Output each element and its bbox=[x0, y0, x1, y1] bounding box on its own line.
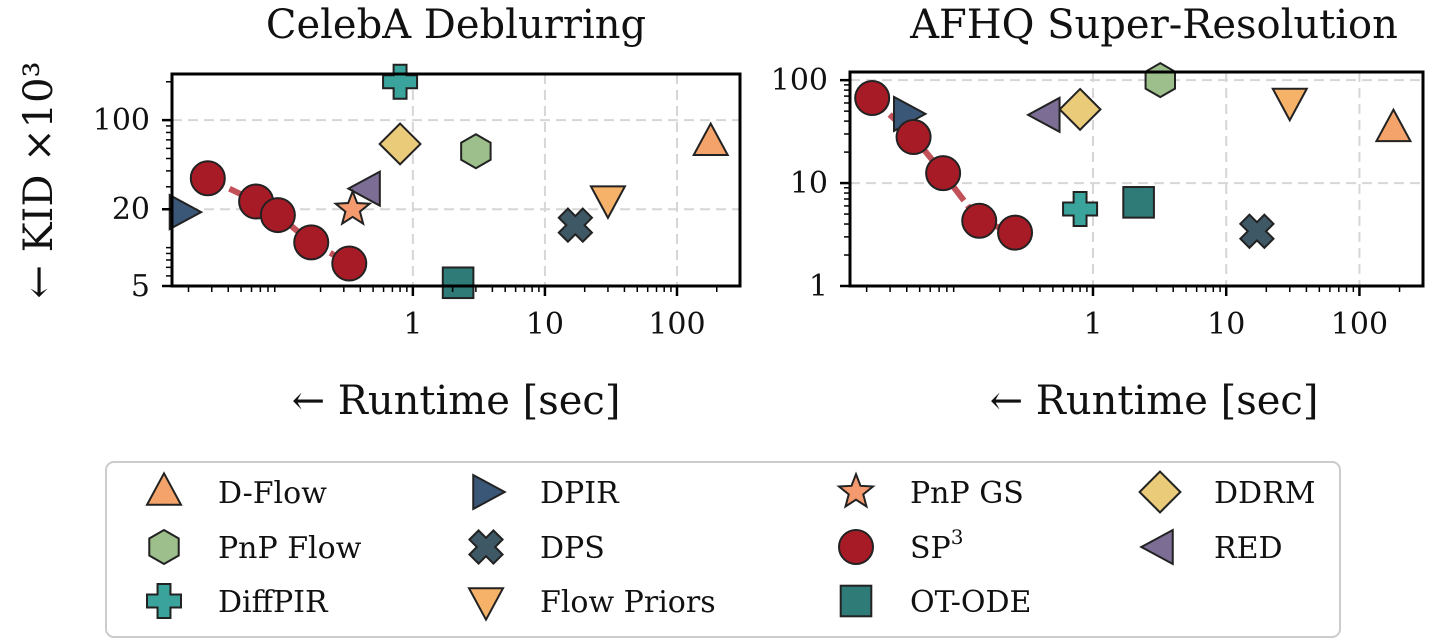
y-tick-label: 1 bbox=[809, 269, 828, 304]
point-red bbox=[1025, 96, 1061, 134]
chart-title: CelebA Deblurring bbox=[266, 2, 646, 48]
y-tick-label: 20 bbox=[112, 192, 150, 227]
point-dps bbox=[1238, 213, 1275, 250]
point-pnp-flow bbox=[460, 133, 492, 170]
x-tick-label: 10 bbox=[526, 307, 564, 342]
x-tick-label: 10 bbox=[1207, 307, 1245, 342]
point-dpir bbox=[168, 193, 204, 231]
legend-marker-pnp-flow bbox=[148, 528, 180, 566]
point-d-flow bbox=[1374, 107, 1413, 143]
point-ot-ode bbox=[1122, 186, 1155, 219]
point-flow-priors bbox=[589, 185, 627, 220]
plot-area bbox=[168, 63, 730, 300]
point-sp3 bbox=[997, 214, 1034, 251]
panel-afhq-super-resolution: AFHQ Super-Resolution 1 10 100 1 10 100 ← Run… bbox=[771, 2, 1425, 424]
point-sp3 bbox=[259, 197, 296, 234]
legend-marker-diffpir bbox=[146, 583, 182, 619]
point-ddrm bbox=[1058, 87, 1102, 132]
point-diffpir bbox=[1062, 190, 1099, 227]
x-axis-label: ← Runtime [sec] bbox=[292, 378, 621, 424]
legend-box bbox=[105, 461, 1341, 638]
plot-frame bbox=[170, 72, 742, 288]
legend-marker-ddrm bbox=[1138, 470, 1182, 514]
x-tick-label: 1 bbox=[1083, 307, 1102, 342]
axis-ticks: 1 10 100 5 20 100 bbox=[93, 80, 718, 342]
point-sp3 bbox=[854, 80, 891, 117]
x-axis-label: ← Runtime [sec] bbox=[990, 378, 1319, 424]
axis-ticks: 1 10 100 1 10 100 bbox=[771, 63, 1401, 342]
point-sp3 bbox=[293, 224, 330, 261]
point-dps bbox=[557, 207, 594, 244]
chart-title: AFHQ Super-Resolution bbox=[909, 2, 1398, 48]
grid bbox=[172, 74, 740, 286]
y-tick-label: 5 bbox=[131, 269, 150, 304]
point-ot-ode bbox=[441, 266, 475, 300]
panel-celeba-deblurring: CelebA Deblurring 1 10 100 5 20 100 ← Runtime… bbox=[93, 2, 742, 424]
legend-marker-d-flow bbox=[145, 471, 183, 506]
legend-marker-red bbox=[1139, 528, 1174, 566]
legend-marker-pnp-gs bbox=[836, 471, 876, 509]
point-red bbox=[346, 169, 381, 208]
legend-label: DPS bbox=[540, 531, 605, 566]
legend-label: Flow Priors bbox=[540, 585, 716, 620]
point-ddrm bbox=[378, 122, 422, 166]
legend-label-superscript: 3 bbox=[951, 525, 964, 549]
legend-label: PnP Flow bbox=[218, 531, 362, 566]
point-sp3 bbox=[895, 119, 932, 156]
y-tick-label: 10 bbox=[790, 166, 828, 201]
x-tick-label: 100 bbox=[648, 307, 705, 342]
legend-label: PnP GS bbox=[910, 476, 1024, 511]
x-tick-label: 1 bbox=[403, 307, 422, 342]
point-pnp-gs bbox=[333, 188, 373, 226]
point-sp3 bbox=[925, 155, 962, 192]
y-tick-label: 100 bbox=[93, 103, 150, 138]
legend-marker-ot-ode bbox=[839, 584, 873, 618]
y-axis-label: ← KID ×10³ bbox=[16, 61, 62, 298]
point-flow-priors bbox=[1271, 87, 1309, 123]
legend-marker-dps bbox=[467, 528, 505, 566]
legend-label: DPIR bbox=[540, 476, 620, 511]
x-tick-label: 100 bbox=[1331, 307, 1388, 342]
legend-marker-sp3 bbox=[838, 529, 874, 565]
legend-marker-flow-priors bbox=[467, 587, 505, 622]
legend-label: OT-ODE bbox=[910, 585, 1031, 620]
legend-label: DiffPIR bbox=[218, 585, 329, 620]
legend-marker-dpir bbox=[472, 473, 507, 511]
point-sp3 bbox=[961, 202, 998, 239]
point-d-flow bbox=[692, 121, 730, 157]
point-sp3 bbox=[331, 245, 368, 282]
legend-label: D-Flow bbox=[218, 476, 327, 511]
y-tick-label: 100 bbox=[771, 63, 828, 98]
legend-label: RED bbox=[1214, 531, 1283, 566]
plot-area bbox=[854, 61, 1413, 251]
point-sp3 bbox=[189, 160, 226, 197]
legend-label: DDRM bbox=[1214, 476, 1315, 511]
plot-frame bbox=[848, 70, 1425, 288]
point-pnp-flow bbox=[1144, 61, 1177, 99]
